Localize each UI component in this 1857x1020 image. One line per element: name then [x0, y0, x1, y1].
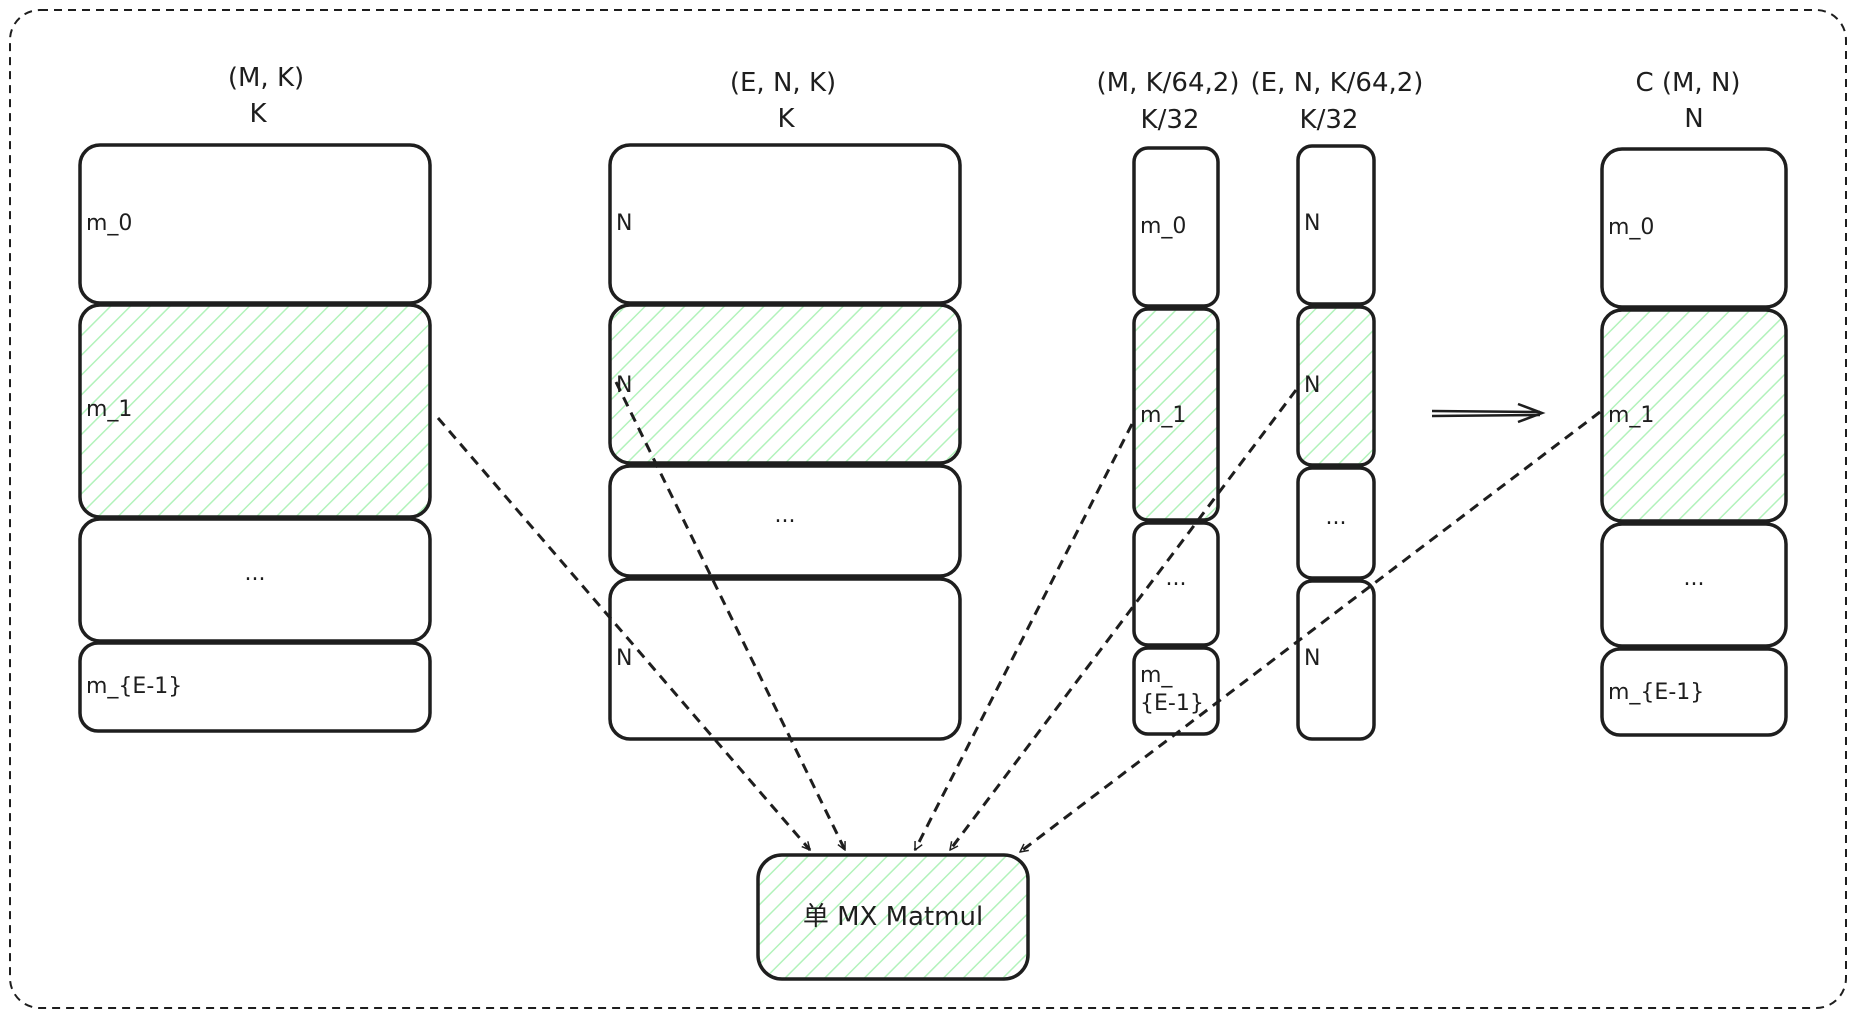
matrix-a-scale-block-last-label: m_ {E-1} [1140, 663, 1204, 716]
matrix-b: (E, N, K) K N N ... N [608, 68, 962, 741]
matrix-b-shape: (E, N, K) [730, 68, 836, 98]
matrix-c-block-0 [1600, 147, 1788, 309]
matrix-a-scale-block-last-line: m_ [1140, 663, 1173, 688]
matrix-c-block-1-highlighted [1600, 308, 1788, 523]
matrix-a-scale-block-1-label: m_1 [1140, 403, 1186, 428]
matrix-a-block-0 [78, 143, 432, 305]
matrix-a-block-last-label: m_{E-1} [86, 674, 182, 699]
arrow-to-output-line [1431, 409, 1541, 414]
matrix-a-block-ellipsis-label: ... [245, 561, 266, 586]
edge-matmul-to-c [1020, 410, 1601, 854]
edge-a-scale-to-matmul [913, 423, 1134, 850]
matrix-a: (M, K) K m_0 m_1 ... m_{E-1} [78, 63, 432, 733]
matrix-a-scale-block-last-line: {E-1} [1140, 691, 1204, 716]
matrix-b-scale-block-last-label: N [1304, 646, 1320, 671]
matrix-b-block-0-label: N [616, 211, 632, 236]
matrix-a-block-1-label: m_1 [86, 397, 132, 422]
matrix-b-block-ellipsis-label: ... [775, 503, 796, 528]
mx-matmul-label: 单 MX Matmul [803, 902, 983, 932]
matrix-a-block-0-label: m_0 [86, 211, 132, 236]
matrix-b-scale-block-ellipsis [1296, 466, 1376, 580]
matrix-a-shape: (M, K) [228, 63, 304, 93]
matrix-a-scale-block-1-highlighted [1132, 307, 1220, 522]
matrix-a-scale-block-ellipsis [1132, 521, 1220, 647]
matrix-b-scale-block-1-highlighted [1296, 305, 1376, 467]
matrix-b-block-last-label: N [616, 646, 632, 671]
matrix-c-block-ellipsis-label: ... [1684, 566, 1705, 591]
matrix-a-block-last [78, 641, 432, 733]
matrix-a-scale-shape: (M, K/64,2) [1097, 68, 1240, 98]
matrix-c-block-0-label: m_0 [1608, 215, 1654, 240]
matrix-b-scale-block-0-label: N [1304, 211, 1320, 236]
matrix-a-block-ellipsis [78, 517, 432, 643]
edge-b-to-matmul [614, 381, 847, 850]
edge-b-scale-to-matmul [948, 389, 1298, 850]
matrix-b-block-0 [608, 143, 962, 305]
matrix-b-block-1-label: N [616, 373, 632, 398]
matrix-c-block-last-label: m_{E-1} [1608, 680, 1704, 705]
matrix-a-scale-block-ellipsis-label: ... [1166, 566, 1187, 591]
matrix-b-scale-shape: (E, N, K/64,2) [1251, 68, 1424, 98]
matrix-b-scale: (E, N, K/64,2) K/32 N N ... N [1251, 68, 1424, 741]
matrix-b-block-last [608, 577, 962, 741]
matrix-a-scale-block-0 [1132, 146, 1220, 308]
matrix-c-block-last [1600, 647, 1788, 737]
matrix-b-block-ellipsis [608, 464, 962, 578]
matrix-b-scale-block-ellipsis-label: ... [1326, 505, 1347, 530]
matrix-b-scale-dim: K/32 [1300, 105, 1359, 135]
matrix-a-scale: (M, K/64,2) K/32 m_0 m_1 ... m_ {E-1} [1097, 68, 1240, 736]
matrix-b-scale-block-last [1296, 579, 1376, 741]
matrix-b-dim: K [777, 104, 795, 134]
matrix-c-block-ellipsis [1600, 522, 1788, 648]
matrix-c: C (M, N) N m_0 m_1 ... m_{E-1} [1600, 68, 1788, 737]
matrix-a-dim: K [249, 99, 267, 129]
matrix-c-block-1-label: m_1 [1608, 403, 1654, 428]
matrix-a-block-1-highlighted [78, 303, 432, 519]
outer-frame [9, 9, 1847, 1009]
matrix-c-shape: C (M, N) [1635, 68, 1740, 98]
matrix-a-scale-block-0-label: m_0 [1140, 214, 1186, 239]
mx-matmul-op: 单 MX Matmul [756, 853, 1030, 981]
matrix-c-dim: N [1684, 104, 1703, 134]
arrow-to-output-line [1431, 413, 1541, 418]
matrix-b-scale-block-0 [1296, 144, 1376, 306]
matrix-b-scale-block-1-label: N [1304, 373, 1320, 398]
arrow-to-output-head [1517, 402, 1546, 424]
arrow-to-output [1431, 402, 1546, 424]
matrix-b-block-1-highlighted [608, 303, 962, 465]
mx-matmul-box [756, 853, 1030, 981]
matrix-a-scale-dim: K/32 [1141, 105, 1200, 135]
